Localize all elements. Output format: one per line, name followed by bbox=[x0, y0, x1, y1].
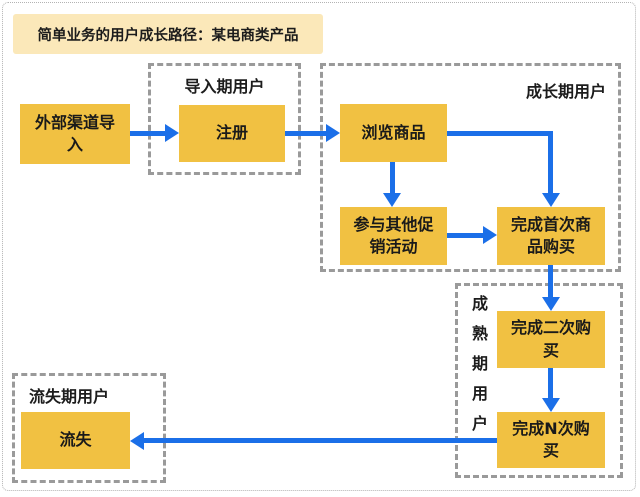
arrow-browse-to-first-horizontal bbox=[447, 131, 553, 136]
flow-node-external-channel-label: 外部渠道导入 bbox=[34, 112, 115, 154]
flow-node-promo-activities: 参与其他促销活动 bbox=[340, 207, 447, 265]
arrow-nth-to-churn bbox=[143, 438, 497, 443]
diagram-title-text: 简单业务的用户成长路径：某电商类产品 bbox=[37, 27, 299, 44]
arrowhead-second-to-nth bbox=[542, 398, 560, 412]
group-growth-label: 成长期用户 bbox=[525, 82, 606, 101]
flow-node-churn-label: 流失 bbox=[59, 430, 92, 450]
flow-node-second-purchase: 完成二次购买 bbox=[497, 311, 605, 368]
flow-node-register-label: 注册 bbox=[215, 123, 248, 143]
flow-node-second-purchase-label: 完成二次购买 bbox=[510, 318, 591, 360]
flow-node-first-purchase-label: 完成首次商品购买 bbox=[510, 214, 591, 256]
arrowhead-promo-to-first bbox=[483, 226, 497, 244]
arrow-first-to-second bbox=[548, 265, 553, 298]
group-churn-stage: 流失期用户 bbox=[12, 373, 166, 483]
group-intro-label: 导入期用户 bbox=[184, 77, 265, 96]
arrowhead-browse-to-promo bbox=[383, 193, 401, 207]
flow-node-external-channel: 外部渠道导入 bbox=[20, 104, 130, 164]
group-intro-stage: 导入期用户 bbox=[148, 63, 301, 175]
group-growth-stage: 成长期用户 bbox=[320, 63, 621, 272]
arrow-external-to-register bbox=[130, 131, 166, 136]
arrowhead-first-to-second bbox=[542, 297, 560, 311]
flow-node-first-purchase: 完成首次商品购买 bbox=[497, 207, 605, 265]
arrowhead-external-to-register bbox=[165, 124, 179, 142]
arrow-promo-to-first bbox=[447, 233, 484, 238]
arrowhead-register-to-browse bbox=[326, 124, 340, 142]
arrow-browse-to-promo bbox=[390, 162, 395, 195]
flow-node-browse-products-label: 浏览商品 bbox=[361, 122, 426, 142]
arrow-second-to-nth bbox=[548, 368, 553, 399]
flow-node-browse-products: 浏览商品 bbox=[340, 104, 447, 162]
flow-node-nth-purchase-label: 完成N次购买 bbox=[512, 418, 590, 460]
flow-node-register: 注册 bbox=[179, 105, 285, 162]
arrow-register-to-browse bbox=[285, 131, 327, 136]
flow-node-nth-purchase: 完成N次购买 bbox=[497, 412, 605, 468]
group-mature-label: 成熟期用户 bbox=[469, 295, 488, 445]
arrow-browse-to-first-vertical bbox=[548, 131, 553, 194]
flow-node-churn: 流失 bbox=[21, 412, 130, 469]
diagram-title: 简单业务的用户成长路径：某电商类产品 bbox=[13, 14, 323, 54]
group-churn-label: 流失期用户 bbox=[29, 387, 110, 406]
arrowhead-browse-to-first bbox=[542, 193, 560, 207]
arrowhead-nth-to-churn bbox=[130, 432, 144, 450]
flow-node-promo-activities-label: 参与其他促销活动 bbox=[353, 214, 434, 256]
group-mature-stage: 成熟期用户 bbox=[455, 283, 623, 478]
